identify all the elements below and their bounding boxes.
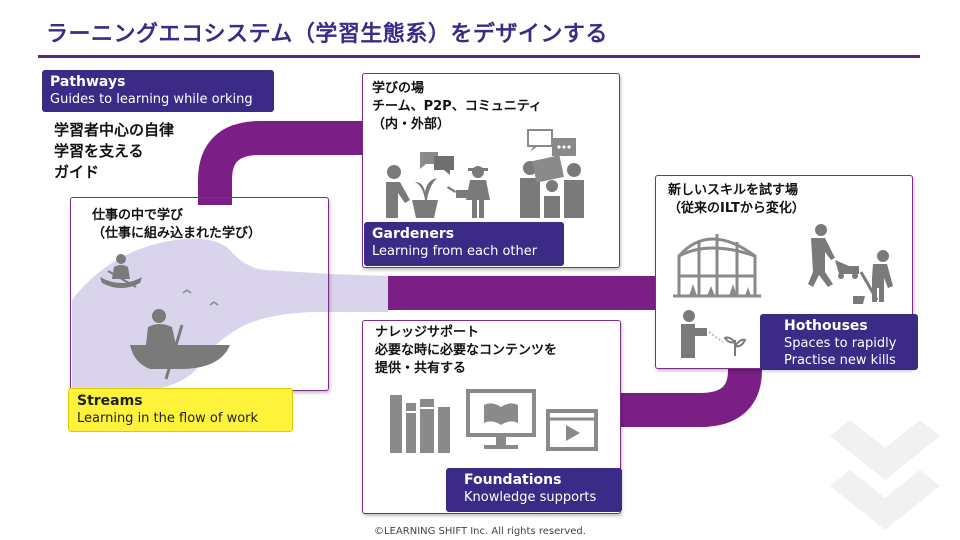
pathways-name: Pathways — [50, 74, 126, 90]
foundations-tag: Foundations Knowledge supports — [446, 468, 622, 512]
gardener-icon — [386, 165, 438, 218]
page-title: ラーニングエコシステム（学習生態系）をデザインする — [46, 22, 608, 47]
gardeners-jp-line: （内・外部） — [372, 117, 451, 132]
streams-tag: Streams Learning in the flow of work — [68, 388, 293, 432]
digging-person-icon — [853, 250, 893, 304]
foundations-name: Foundations — [464, 472, 562, 488]
video-player-icon — [546, 409, 598, 451]
gardeners-desc: Learning from each other — [372, 244, 538, 259]
gardeners-jp-line: 学びの場 — [372, 81, 425, 96]
watering-person-icon — [447, 166, 490, 218]
streams-jp-line: 仕事の中で学び — [92, 208, 184, 223]
monitor-ebook-icon — [466, 389, 536, 449]
copyright-footer: ©LEARNING SHIFT Inc. All rights reserved… — [374, 526, 586, 537]
hothouses-name: Hothouses — [784, 318, 868, 334]
hothouses-jp-line: 新しいスキルを試す場 — [668, 183, 799, 198]
gardeners-jp-text: 学びの場 チーム、P2P、コミュニティ （内・外部） — [372, 80, 542, 134]
gardeners-tag: Gardeners Learning from each other — [364, 222, 564, 266]
pathways-jp-line: 学習者中心の自律 — [54, 121, 175, 139]
pathways-jp-line: 学習を支える — [54, 142, 144, 160]
hothouses-tag: Hothouses Spaces to rapidly Practise new… — [760, 314, 918, 370]
hothouses-icons — [673, 224, 893, 358]
pathways-tag: Pathways Guides to learning while orking — [42, 70, 274, 112]
gardeners-jp-line: チーム、P2P、コミュニティ — [372, 99, 542, 114]
streams-icons — [100, 254, 230, 380]
foundations-jp-line: ナレッジサポート — [375, 325, 480, 340]
hothouses-jp-line: （従来のILTから変化） — [668, 201, 805, 216]
streams-jp-text: 仕事の中で学び （仕事に組み込まれた学び） — [92, 207, 261, 243]
hothouses-desc-line1: Spaces to rapidly — [784, 336, 897, 351]
streams-jp-line: （仕事に組み込まれた学び） — [92, 226, 262, 241]
pathways-jp-text: 学習者中心の自律 学習を支える ガイド — [54, 120, 174, 183]
streams-desc: Learning in the flow of work — [77, 411, 259, 426]
books-icon — [390, 395, 450, 453]
watermark-chevron-icon — [830, 420, 940, 530]
foundations-icons — [390, 389, 598, 453]
title-underline — [38, 55, 920, 58]
pathways-jp-line: ガイド — [54, 163, 100, 181]
gardeners-name: Gardeners — [372, 226, 455, 242]
foundations-jp-line: 必要な時に必要なコンテンツを — [375, 343, 558, 358]
pathway-route-lower — [610, 360, 762, 427]
streams-name: Streams — [77, 393, 143, 409]
foundations-jp-text: ナレッジサポート 必要な時に必要なコンテンツを 提供・共有する — [375, 324, 557, 378]
canoe-small-icon — [100, 254, 142, 288]
pathway-route — [198, 121, 370, 205]
bird-icon — [182, 289, 219, 306]
gardeners-icons — [386, 129, 584, 218]
hothouses-desc-line2: Practise new kills — [784, 353, 896, 368]
pathways-desc: Guides to learning while orking — [50, 92, 253, 107]
greenhouse-icon — [673, 234, 761, 298]
hothouses-jp-text: 新しいスキルを試す場 （従来のILTから変化） — [668, 182, 805, 218]
foundations-desc: Knowledge supports — [464, 490, 597, 505]
sprout-icon — [689, 284, 751, 296]
foundations-jp-line: 提供・共有する — [375, 361, 467, 376]
meeting-group-icon — [520, 155, 584, 218]
lawnmower-person-icon — [808, 224, 859, 287]
watering-plant-icon — [681, 310, 747, 358]
rowboat-icon — [130, 309, 230, 380]
